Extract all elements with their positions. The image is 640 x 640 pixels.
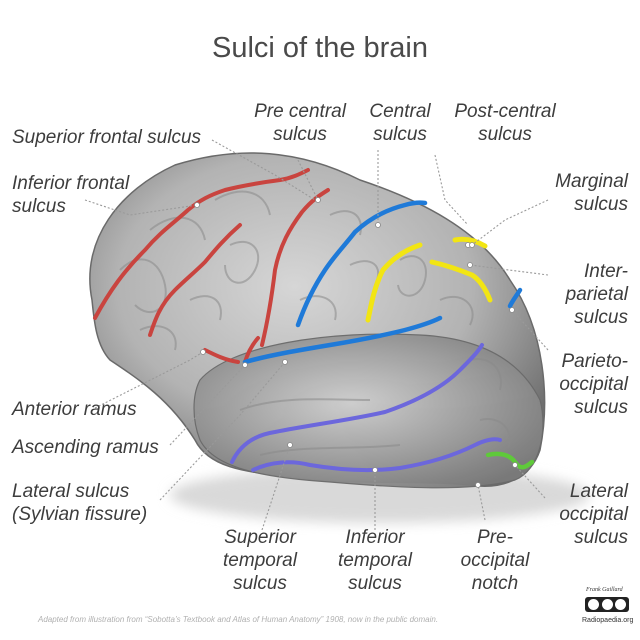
nc-icon [615,599,626,610]
cc-icon [588,599,599,610]
label-lateral-occipital-line2: occipital [559,504,628,525]
label-inferior-frontal-line2: sulcus [12,196,66,217]
lateral-sulcus-path [242,315,443,365]
label-precentral-line2: sulcus [273,124,327,145]
label-lateral-sulcus-line2: (Sylvian fissure) [12,504,148,525]
by-icon [602,599,613,610]
diagram-title: Sulci of the brain [211,32,428,64]
intraparietal-sulcus-path [429,259,493,303]
label-parieto-occipital-line2: occipital [559,374,628,395]
label-parieto-occipital-line3: sulcus [574,397,628,418]
label-inferior-temporal-line1: Inferior [345,527,405,548]
precentral-sulcus-path [260,188,330,347]
site-credit: Radiopaedia.org [582,617,634,624]
marginal-sulcus-path [452,236,488,249]
label-anterior-ramus: Anterior ramus [12,399,137,420]
label-lateral-occipital-line1: Lateral [569,481,628,502]
frontal-sulci [93,168,330,364]
label-inferior-frontal-line1: Inferior frontal [12,173,130,194]
label-interparietal-line1: Inter- [583,261,628,282]
label-superior-frontal-sulcus: Superior frontal sulcus [12,127,202,148]
label-inferior-temporal-line3: sulcus [348,573,402,594]
creative-commons-badge-icon [585,597,629,612]
label-interparietal-line2: parietal [565,284,628,305]
label-marginal-line1: Marginal [555,171,628,192]
label-inferior-temporal-line2: temporal [338,550,412,571]
postcentral-sulcus-path [365,242,423,323]
parieto-occipital-sulcus-path [507,287,523,309]
temporal-sulci [230,343,502,473]
label-precentral-line1: Pre central [254,101,346,122]
label-superior-temporal-line3: sulcus [233,573,287,594]
central-sulcus-path [295,200,428,328]
inferior-frontal-sulcus-path [148,223,242,337]
label-lateral-occipital-line3: sulcus [574,527,628,548]
anchor-dots [194,197,518,488]
label-lateral-sulcus-line1: Lateral sulcus [12,481,130,502]
leader-lines [84,139,549,531]
superior-frontal-sulcus-path [93,168,310,320]
author-signature: Frank Gaillard [586,587,623,593]
label-pre-occipital-line1: Pre- [477,527,513,548]
label-postcentral-line2: sulcus [478,124,532,145]
label-interparietal-line3: sulcus [574,307,628,328]
label-pre-occipital-line3: notch [471,573,519,594]
source-footer: Adapted from illustration from “Sobotta’… [38,615,439,624]
label-ascending-ramus: Ascending ramus [12,437,159,458]
label-superior-temporal-line2: temporal [223,550,297,571]
label-postcentral-line1: Post-central [454,101,556,122]
anterior-ramus-path [203,348,240,364]
lateral-occipital-sulcus-path [485,451,535,470]
inferior-temporal-sulcus-path [251,437,502,473]
label-central-line2: sulcus [373,124,427,145]
label-parieto-occipital-line1: Parieto- [561,351,628,372]
postcentral-sulci [365,236,493,323]
label-central-line1: Central [369,101,431,122]
label-superior-temporal-line1: Superior [224,527,296,548]
central-lateral-sulci [242,200,523,365]
label-marginal-line2: sulcus [574,194,628,215]
label-pre-occipital-line2: occipital [460,550,530,571]
superior-temporal-sulcus-path [230,343,484,464]
